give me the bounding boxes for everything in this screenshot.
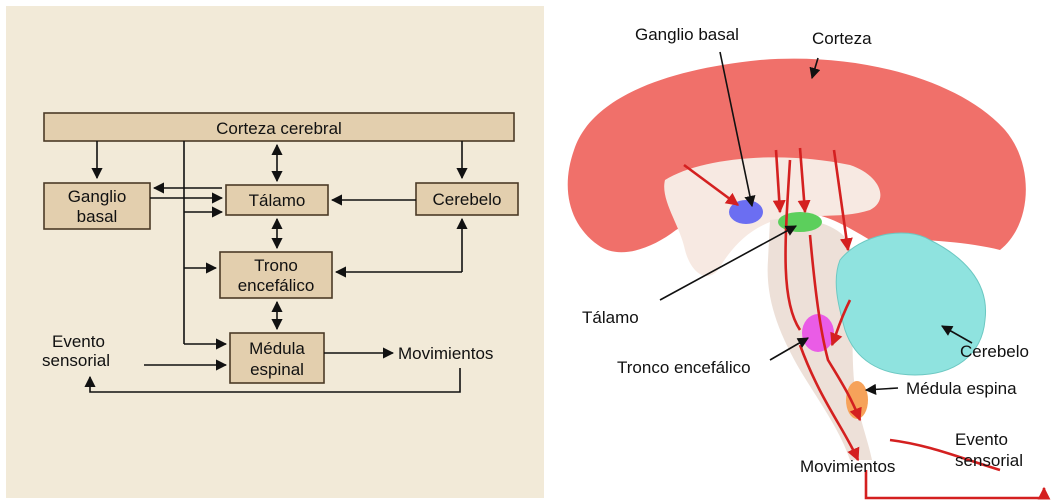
flowchart: Corteza cerebral Ganglio basal Tálamo Ce… xyxy=(42,113,518,392)
ganglio-basal-label-1: Ganglio xyxy=(68,187,127,206)
label-evento-1: Evento xyxy=(955,430,1008,449)
evento-label-2: sensorial xyxy=(42,351,110,370)
medula-label-1: Médula xyxy=(249,339,305,358)
medula-label-2: espinal xyxy=(250,360,304,379)
brain-illustration: Ganglio basal Corteza Tálamo Tronco ence… xyxy=(568,25,1044,498)
label-movimientos: Movimientos xyxy=(800,457,895,476)
cerebelo-label: Cerebelo xyxy=(433,190,502,209)
tronco-label-2: encefálico xyxy=(238,276,315,295)
movimientos-label: Movimientos xyxy=(398,344,493,363)
label-cerebelo: Cerebelo xyxy=(960,342,1029,361)
pointer-medula xyxy=(866,388,898,390)
label-tronco: Tronco encefálico xyxy=(617,358,751,377)
label-medula: Médula espina xyxy=(906,379,1017,398)
ganglio-basal-label-2: basal xyxy=(77,207,118,226)
talamo-label: Tálamo xyxy=(249,191,306,210)
label-ganglio-basal: Ganglio basal xyxy=(635,25,739,44)
label-evento-2: sensorial xyxy=(955,451,1023,470)
corteza-cerebral-label: Corteza cerebral xyxy=(216,119,342,138)
evento-label-1: Evento xyxy=(52,332,105,351)
tronco-label-1: Trono xyxy=(254,256,298,275)
label-talamo: Tálamo xyxy=(582,308,639,327)
thalamus-region xyxy=(778,212,822,232)
label-corteza: Corteza xyxy=(812,29,872,48)
brainstem-nucleus xyxy=(802,314,834,352)
